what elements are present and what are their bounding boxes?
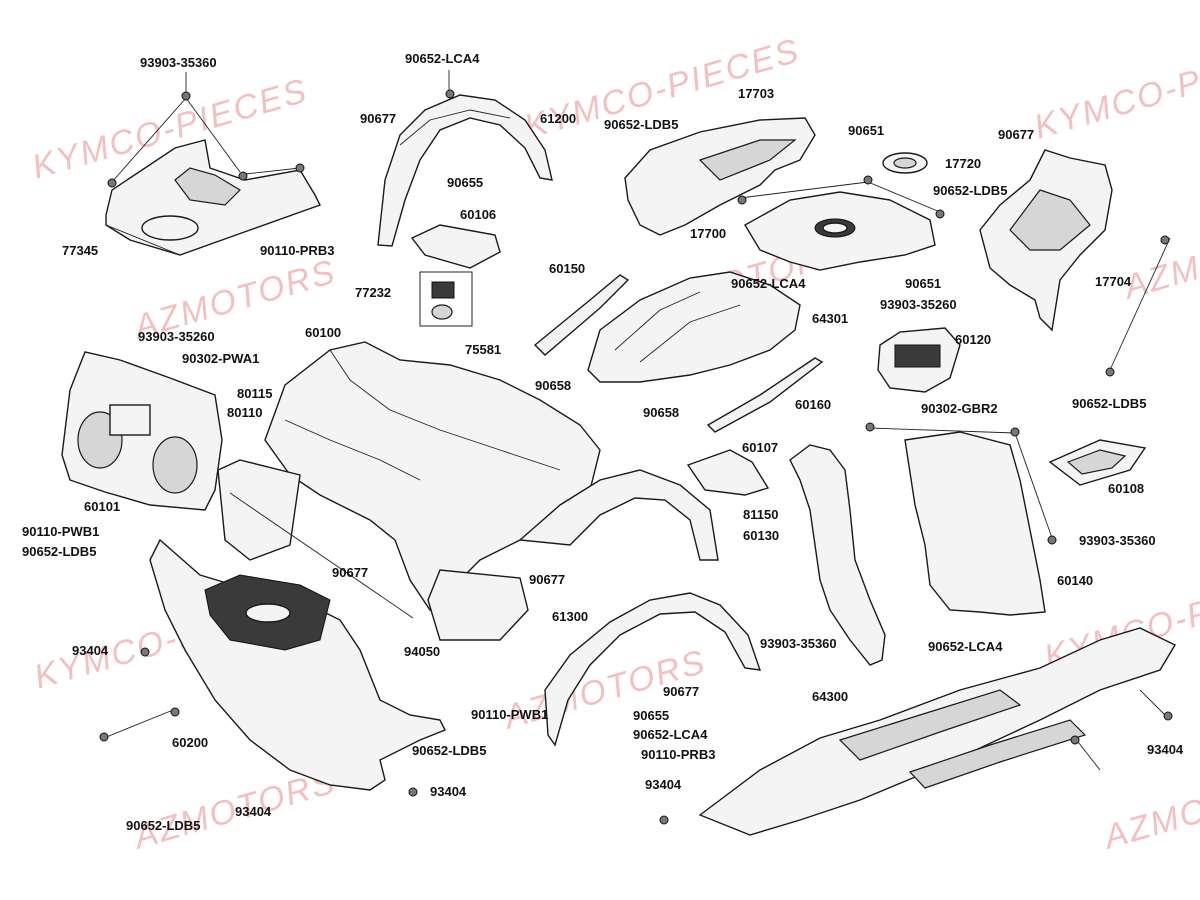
part-front-fender-right <box>544 592 762 747</box>
part-label: 60106 <box>460 207 497 222</box>
part-label: 90652-LCA4 <box>928 639 1003 654</box>
part-label: 90110-PWB1 <box>471 707 549 722</box>
part-label: 61300 <box>552 609 589 624</box>
bolts <box>99 89 1173 825</box>
part-box-60120 <box>877 327 961 393</box>
part-label: 90652-LDB5 <box>1072 396 1147 411</box>
part-label: 90110-PWB1 <box>22 524 100 539</box>
part-label: 90677 <box>360 111 397 126</box>
part-label: 93404 <box>645 777 682 792</box>
part-label: 17720 <box>945 156 982 171</box>
part-label: 90652-LDB5 <box>22 544 97 559</box>
part-center-cover-64301 <box>587 271 801 383</box>
part-inner-panel-60140 <box>904 431 1046 616</box>
part-label: 60100 <box>305 325 342 340</box>
part-front-body-60100 <box>217 341 719 641</box>
part-label: 77232 <box>355 285 392 300</box>
part-label: 17704 <box>1095 274 1132 289</box>
part-headlight-housing-60101 <box>61 351 223 511</box>
part-label: 60200 <box>172 735 209 750</box>
part-label: 80110 <box>227 405 263 420</box>
part-label: 93903-35360 <box>760 636 837 651</box>
part-label: 60108 <box>1108 481 1145 496</box>
part-label: 93903-35260 <box>880 297 957 312</box>
part-label: 90658 <box>643 405 680 420</box>
part-label: 93903-35360 <box>140 55 217 70</box>
part-label: 90677 <box>529 572 566 587</box>
part-label: 94050 <box>404 644 441 659</box>
part-label: 60150 <box>549 261 586 276</box>
part-label: 17700 <box>690 226 727 241</box>
part-label: 60160 <box>795 397 832 412</box>
part-label: 90652-LCA4 <box>731 276 806 291</box>
part-label: 93903-35360 <box>1079 533 1156 548</box>
part-label: 93903-35260 <box>138 329 215 344</box>
part-label: 90677 <box>998 127 1035 142</box>
part-strip-60160 <box>706 357 824 433</box>
part-label: 90658 <box>535 378 572 393</box>
part-label: 60120 <box>955 332 992 347</box>
part-label: 93404 <box>430 784 467 799</box>
part-key-switch-77232 <box>419 271 473 327</box>
part-label: 60101 <box>84 499 121 514</box>
part-label: 93404 <box>72 643 109 658</box>
part-label: 90652-LDB5 <box>126 818 201 833</box>
part-label: 90302-GBR2 <box>921 401 998 416</box>
part-label: 90655 <box>447 175 484 190</box>
part-label: 60140 <box>1057 573 1094 588</box>
part-label: 64300 <box>812 689 849 704</box>
part-side-cover-17704 <box>979 149 1113 332</box>
part-label: 80115 <box>237 386 273 401</box>
part-skid-plate-64300 <box>698 627 1176 836</box>
part-label: 17703 <box>738 86 775 101</box>
part-label: 64301 <box>812 311 849 326</box>
part-rear-cover-17703 <box>624 117 816 236</box>
part-label: 60107 <box>742 440 779 455</box>
part-label: 90677 <box>332 565 369 580</box>
part-label: 75581 <box>465 342 502 357</box>
part-seat-base-17700 <box>744 191 936 271</box>
part-lid-60106 <box>410 224 501 269</box>
part-front-bumper-60200 <box>149 538 446 791</box>
part-label: 61200 <box>540 111 577 126</box>
part-label: 90652-LDB5 <box>933 183 1008 198</box>
part-ring-17720 <box>882 152 928 174</box>
part-front-fender-left <box>377 94 553 247</box>
part-plate-60108 <box>1048 439 1147 486</box>
part-label: 81150 <box>743 507 779 522</box>
leader-lines <box>103 70 1171 771</box>
part-label: 90652-LDB5 <box>604 117 679 132</box>
part-side-panel-60130 <box>789 444 886 666</box>
part-label: 90652-LCA4 <box>405 51 480 66</box>
part-label: 90652-LDB5 <box>412 743 487 758</box>
part-label: 90302-PWA1 <box>182 351 260 366</box>
part-label: 90655 <box>633 708 670 723</box>
part-panel-60107 <box>686 449 770 496</box>
part-label: 90651 <box>848 123 885 138</box>
part-label: 93404 <box>1147 742 1184 757</box>
part-label: 90110-PRB3 <box>641 747 716 762</box>
part-dash-panel <box>105 139 321 256</box>
part-label: 90651 <box>905 276 942 291</box>
part-label: 77345 <box>62 243 99 258</box>
part-label: 60130 <box>743 528 780 543</box>
part-label: 90677 <box>663 684 700 699</box>
part-label: 90652-LCA4 <box>633 727 708 742</box>
part-label: 93404 <box>235 804 272 819</box>
part-label: 90110-PRB3 <box>260 243 335 258</box>
part-strip-60150 <box>533 274 630 356</box>
